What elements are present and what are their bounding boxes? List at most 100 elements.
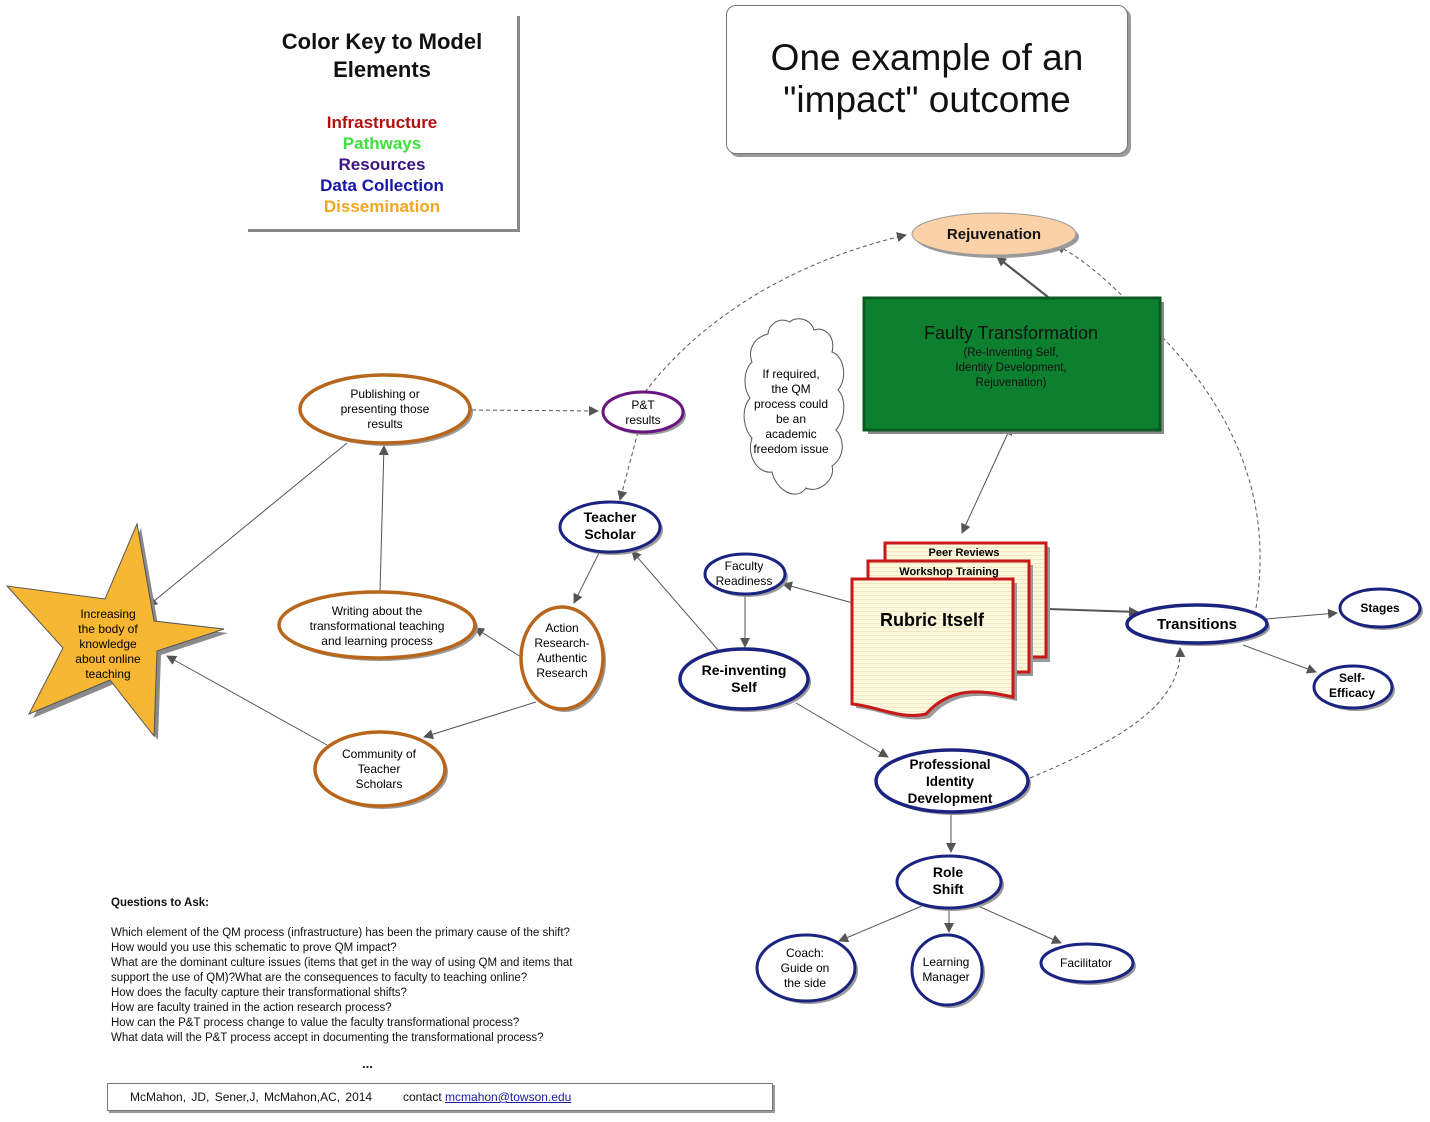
stages-label: Stages	[1360, 601, 1400, 615]
action-line4: Research	[536, 666, 587, 680]
action-research-node: Action Research- Authentic Research	[519, 605, 606, 712]
facilitator-label: Facilitator	[1060, 956, 1112, 970]
questions-ellipsis: ...	[362, 1056, 373, 1071]
impact-outcome-box: One example of an "impact" outcome	[726, 5, 1128, 154]
star-line4: about online	[75, 652, 141, 666]
coach-line1: Coach:	[786, 946, 824, 960]
edge-publishing-to-star	[147, 442, 348, 607]
learning-manager-line1: Learning	[923, 955, 970, 969]
edge-teacher-scholar-to-action	[573, 552, 600, 604]
edge-pt-to-teacher-scholar	[617, 431, 639, 501]
publishing-line1: Publishing or	[350, 387, 419, 401]
faculty-transformation-node: Faulty Transformation (Re-Inventing Self…	[862, 296, 1164, 434]
question-1: Which element of the QM process (infrast…	[111, 927, 570, 939]
coach-node: Coach: Guide on the side	[755, 933, 858, 1004]
peer-reviews-label: Peer Reviews	[929, 547, 1000, 559]
citation-authors: McMahon, JD, Sener,J, McMahon,AC, 2014	[130, 1090, 373, 1104]
key-resources: Resources	[338, 155, 426, 174]
edge-writing-to-publishing	[378, 445, 389, 593]
reinventing-self-node: Re-inventing Self	[678, 647, 811, 712]
role-shift-node: Role Shift	[895, 854, 1004, 911]
teacher-scholar-line2: Scholar	[584, 526, 636, 542]
question-7: What data will the P&T process accept in…	[111, 1032, 544, 1044]
teacher-scholar-node: Teacher Scholar	[558, 500, 663, 555]
publishing-line2: presenting those	[341, 402, 430, 416]
faculty-readiness-node: Faculty Readiness	[703, 552, 788, 597]
knowledge-star-node: Increasing the body of knowledge about o…	[5, 522, 228, 740]
key-dissemination: Dissemination	[323, 197, 441, 216]
impact-line1: One example of an	[770, 37, 1084, 78]
stages-node: Stages	[1338, 587, 1423, 630]
question-3: What are the dominant culture issues (it…	[111, 957, 573, 984]
cloud-line3: process could	[754, 397, 828, 411]
questions-title: Questions to Ask:	[111, 897, 209, 909]
edge-reinventing-to-teacher-scholar	[631, 550, 719, 651]
writing-line1: Writing about the	[332, 604, 423, 618]
question-5: How are faculty trained in the action re…	[111, 1002, 392, 1014]
rejuvenation-label: Rejuvenation	[947, 226, 1041, 243]
transformation-title: Faulty Transformation	[924, 323, 1098, 343]
coach-line2: Guide on	[781, 961, 830, 975]
coach-line3: the side	[784, 976, 826, 990]
contact-label: contact	[403, 1090, 442, 1104]
cloud-line6: freedom issue	[753, 442, 829, 456]
learning-manager-line2: Manager	[922, 970, 969, 984]
edge-transitions-to-rejuvenation	[1055, 244, 1261, 609]
key-pathways: Pathways	[342, 134, 422, 153]
cloud-line5: academic	[765, 427, 816, 441]
community-node: Community of Teacher Scholars	[313, 730, 448, 809]
identity-line3: Development	[908, 791, 993, 806]
connectors	[147, 232, 1338, 944]
rubric-itself-page	[850, 577, 1015, 717]
self-efficacy-node: Self- Efficacy	[1312, 664, 1395, 711]
cloud-line2: the QM	[771, 382, 810, 396]
community-line2: Teacher	[358, 762, 401, 776]
star-line1: Increasing	[80, 607, 135, 621]
rubric-stack: Peer Reviews Workshop Training Rubric It…	[850, 541, 1050, 720]
pt-results-node: P&T results	[601, 390, 686, 435]
edge-transformation-rubric	[961, 424, 1013, 534]
edge-publishing-to-pt	[471, 405, 599, 416]
efficacy-line2: Efficacy	[1329, 686, 1375, 700]
cloud-line1: If required,	[762, 367, 819, 381]
citation-contact: contact mcmahon@towson.edu	[403, 1090, 571, 1104]
role-shift-line1: Role	[933, 864, 964, 880]
transitions-node: Transitions	[1125, 603, 1270, 646]
color-key-title: Color Key to Model Elements	[248, 28, 516, 84]
star-line2: the body of	[78, 622, 138, 636]
star-line5: teaching	[85, 667, 130, 681]
transformation-sub2: Identity Development,	[955, 362, 1066, 374]
pt-line2: results	[625, 413, 660, 427]
question-6: How can the P&T process change to value …	[111, 1017, 520, 1029]
professional-identity-node: Professional Identity Development	[874, 748, 1031, 815]
key-data-collection: Data Collection	[320, 176, 444, 195]
question-4: How does the faculty capture their trans…	[111, 987, 407, 999]
edge-role-to-facilitator	[977, 905, 1062, 944]
reinventing-line1: Re-inventing	[702, 662, 787, 678]
edge-action-to-writing	[474, 627, 522, 658]
action-line3: Authentic	[537, 651, 587, 665]
academic-freedom-cloud: If required, the QM process could be an …	[743, 318, 845, 495]
transformation-sub1: (Re-Inventing Self,	[963, 347, 1058, 359]
edge-transformation-to-rejuvenation	[996, 256, 1049, 298]
star-line3: knowledge	[79, 637, 137, 651]
edge-community-to-star	[166, 655, 328, 746]
contact-email-link[interactable]: mcmahon@towson.edu	[445, 1090, 572, 1104]
edge-rubric-to-readiness	[782, 581, 854, 604]
key-infrastructure: Infrastructure	[326, 113, 438, 132]
impact-line2: "impact" outcome	[783, 79, 1071, 120]
citation-box: McMahon, JD, Sener,J, McMahon,AC, 2014 c…	[107, 1083, 773, 1111]
rubric-itself-label: Rubric Itself	[880, 610, 985, 630]
edge-identity-to-transitions	[1029, 647, 1186, 779]
readiness-line2: Readiness	[716, 574, 773, 588]
color-key-panel: Color Key to Model Elements Infrastructu…	[248, 16, 520, 232]
writing-line3: and learning process	[321, 634, 432, 648]
questions-section: Questions to Ask: Which element of the Q…	[111, 896, 631, 1046]
transformation-sub3: Rejuvenation)	[976, 377, 1047, 389]
color-key-title-line1: Color Key to Model	[281, 29, 483, 54]
impact-outcome-text: One example of an "impact" outcome	[727, 37, 1127, 121]
edge-role-to-coach	[838, 905, 923, 943]
rejuvenation-node: Rejuvenation	[911, 212, 1079, 258]
workshop-training-label: Workshop Training	[899, 566, 998, 578]
question-2: How would you use this schematic to prov…	[111, 942, 397, 954]
